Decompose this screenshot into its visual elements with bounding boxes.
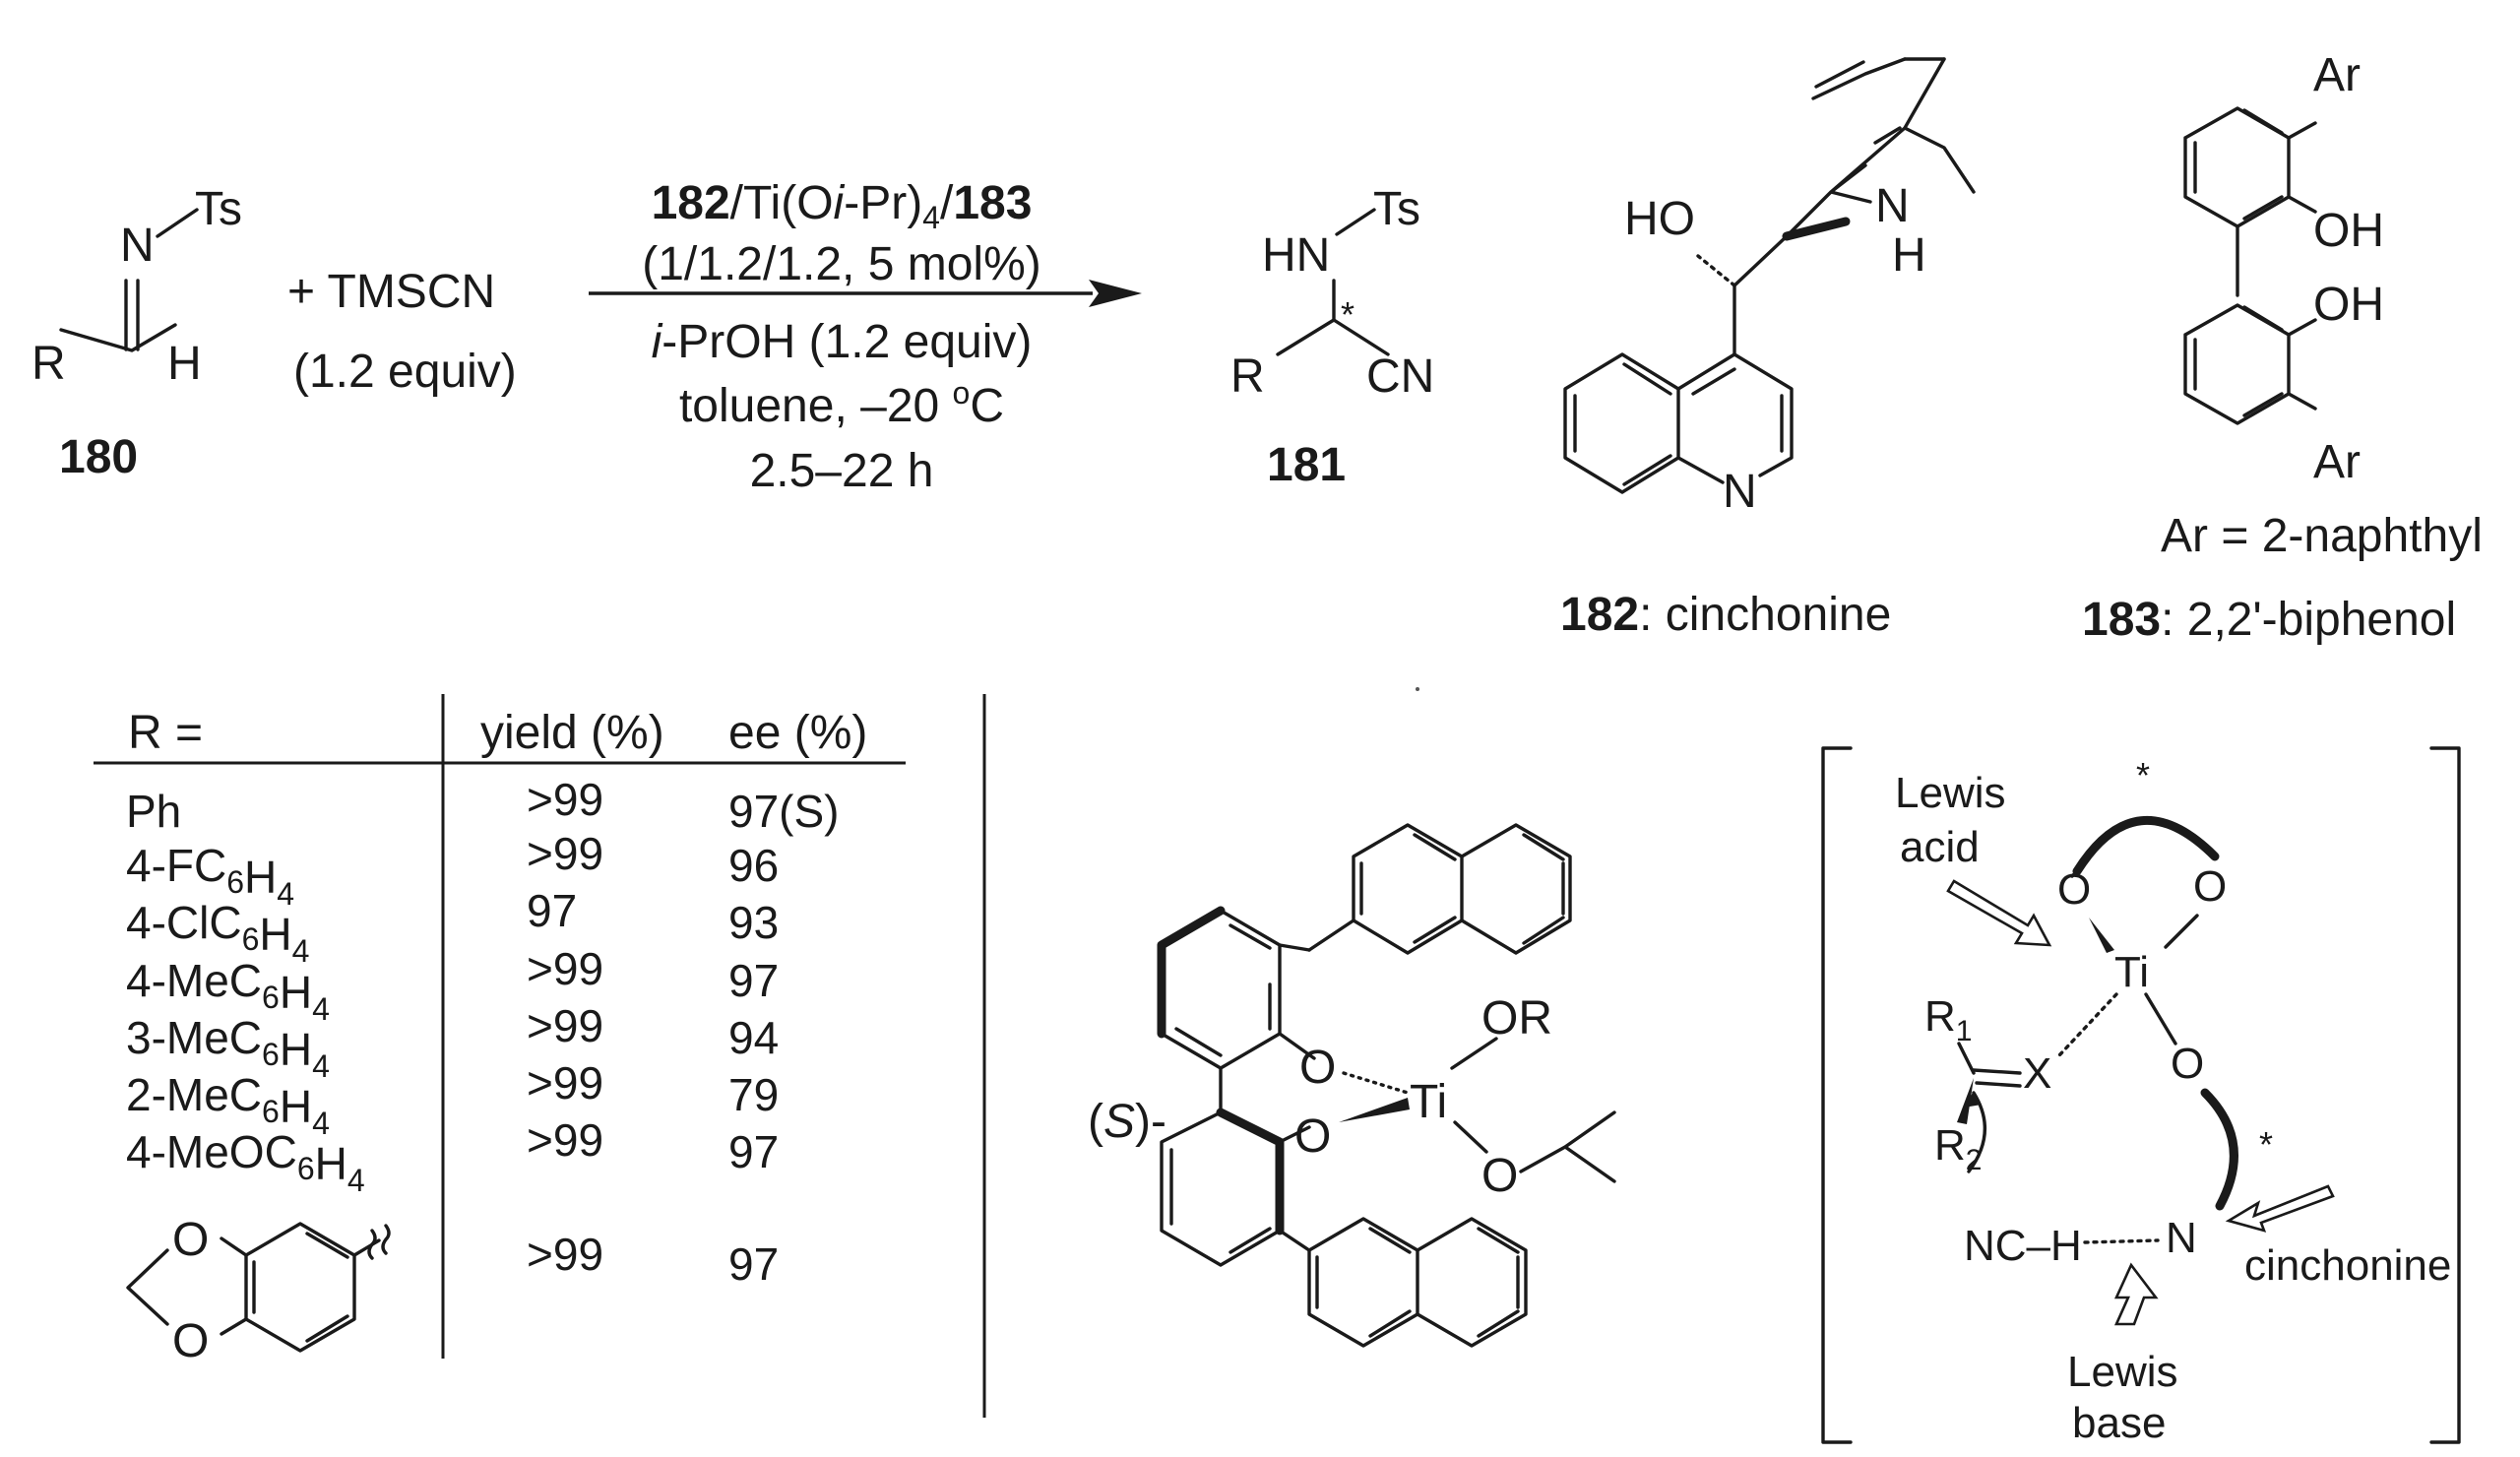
lewis-base-line2: base <box>2072 1399 2166 1447</box>
dioxole-o-bottom: O <box>172 1315 209 1367</box>
product-181: HN Ts * R CN 181 <box>1230 183 1434 491</box>
table-cell-ee: 94 <box>728 1012 779 1063</box>
reagent-tmscn: + TMSCN (1.2 equiv) <box>287 266 517 398</box>
imine-n: N <box>120 220 155 272</box>
product-r-label: R <box>1230 350 1265 403</box>
table-cell-ee: 97 <box>728 1238 779 1290</box>
quinuclidine-n: N <box>1875 180 1910 232</box>
lewis-acid-arrow <box>1946 879 2052 947</box>
ti-center: Ti <box>1410 1076 1447 1128</box>
ti-ligand-o1: O <box>1299 1042 1336 1094</box>
mech-r1: R1 <box>1924 992 1972 1047</box>
ts-label: Ts <box>195 183 242 235</box>
lewis-base-arrow <box>2113 1262 2159 1326</box>
substrate-180: N Ts R H 180 <box>32 183 242 483</box>
mech-o-left: O <box>2057 865 2091 914</box>
table-cell-yield: >99 <box>527 828 603 879</box>
quinoline-n: N <box>1723 466 1757 518</box>
conditions-line-5: 2.5–22 h <box>750 445 934 497</box>
conditions-line-1: 182/Ti(Oi-Pr)4/183 <box>652 177 1033 235</box>
mech-ti: Ti <box>2114 948 2149 996</box>
oh-top: OH <box>2313 205 2384 257</box>
dioxole-o-top: O <box>172 1214 209 1266</box>
reagent-equiv: (1.2 equiv) <box>293 346 517 398</box>
mechanism-model: Lewis acid * O O Ti O X R1 R2 * N NC–H c… <box>1821 746 2461 1447</box>
mech-o-right: O <box>2193 862 2227 911</box>
conditions-line-2: (1/1.2/1.2, 5 mol%) <box>642 238 1041 290</box>
table-cell-r: Ph <box>126 786 181 837</box>
ar-definition: Ar = 2-naphthyl <box>2161 510 2483 562</box>
table-cell-ee: 79 <box>728 1069 779 1120</box>
ti-ligand-o2: O <box>1294 1110 1331 1163</box>
nc-h: NC–H <box>1964 1222 2082 1270</box>
header-yield: yield (%) <box>480 707 664 759</box>
hydroxyl-label: HO <box>1624 193 1695 245</box>
table-cell-ee: 93 <box>728 897 779 948</box>
table-cell-yield: >99 <box>527 774 603 825</box>
table-cell-r: 4-MeOC6H4 <box>126 1126 365 1198</box>
cn-label: CN <box>1366 350 1434 403</box>
table-cell-yield: >99 <box>527 1229 603 1280</box>
ti-ligand-o3: O <box>1481 1150 1518 1202</box>
header-ee: ee (%) <box>728 707 867 759</box>
caption-183-num: 183: 2,2'-biphenol <box>2082 594 2456 646</box>
compound-label-181: 181 <box>1267 439 1346 491</box>
table-cell-r: 3-MeC6H4 <box>126 1012 330 1084</box>
mech-o-low: O <box>2171 1040 2204 1088</box>
table-cell-ee: 97(S) <box>728 786 839 837</box>
ti-complex: O Ti O (S)- OR O <box>1088 823 1616 1348</box>
mech-r2: R2 <box>1934 1121 1982 1176</box>
star-top: * <box>2136 755 2150 795</box>
stereocenter-star: * <box>1341 294 1354 335</box>
lewis-acid-line2: acid <box>1900 823 1980 871</box>
ti-or: OR <box>1481 992 1552 1045</box>
results-table: R = yield (%) ee (%) Ph >99 97(S) 4-FC6H4 >9… <box>94 694 906 1367</box>
caption-182-num: 182: cinchonine <box>1560 589 1891 641</box>
ar-top: Ar <box>2313 49 2361 101</box>
conditions: 182/Ti(Oi-Pr)4/183 (1/1.2/1.2, 5 mol%) i… <box>642 177 1041 497</box>
biphenol-183: Ar OH OH Ar Ar = 2-naphthyl 183: 2,2'-bi… <box>2082 49 2483 646</box>
table-rows: Ph >99 97(S) 4-FC6H4 >99 96 4-ClC6H4 97 93 4-MeC6… <box>126 774 839 1290</box>
cinchonine-182: N HO N H 182: cinchonine <box>1560 57 1976 641</box>
header-r: R = <box>128 707 203 759</box>
table-cell-yield: >99 <box>527 1000 603 1051</box>
stray-dot <box>1416 687 1419 691</box>
benzodioxole-substituent: O O <box>126 1214 391 1367</box>
table-cell-ee: 96 <box>728 840 779 891</box>
table-cell-yield: 97 <box>527 885 577 936</box>
h-label: H <box>167 338 202 390</box>
reagent-name: + TMSCN <box>287 266 495 318</box>
mech-x: X <box>2023 1049 2051 1098</box>
mech-n: N <box>2166 1214 2197 1262</box>
r-label: R <box>32 338 66 390</box>
table-cell-r: 4-FC6H4 <box>126 840 294 912</box>
table-cell-ee: 97 <box>728 1126 779 1177</box>
hn-label: HN <box>1262 229 1330 282</box>
ar-bottom: Ar <box>2313 436 2361 488</box>
conditions-line-3: i-PrOH (1.2 equiv) <box>652 316 1033 368</box>
table-cell-r: 2-MeC6H4 <box>126 1069 330 1141</box>
lewis-acid-line1: Lewis <box>1895 769 2006 817</box>
table-cell-yield: >99 <box>527 1114 603 1166</box>
s-descriptor: (S)- <box>1088 1096 1166 1148</box>
conditions-line-4: toluene, –20 oC <box>679 375 1004 432</box>
star-low: * <box>2259 1124 2273 1165</box>
lewis-base-line1: Lewis <box>2067 1348 2178 1396</box>
compound-label-180: 180 <box>59 431 138 483</box>
table-cell-yield: >99 <box>527 943 603 994</box>
oh-bottom: OH <box>2313 279 2384 331</box>
table-cell-yield: >99 <box>527 1057 603 1109</box>
product-ts-label: Ts <box>1373 183 1420 235</box>
cinchonine-arrow <box>2225 1184 2335 1233</box>
cinchonine-label: cinchonine <box>2244 1241 2451 1290</box>
table-cell-r: 4-ClC6H4 <box>126 897 309 969</box>
reaction-arrow <box>589 280 1142 307</box>
table-cell-ee: 97 <box>728 955 779 1006</box>
table-cell-r: 4-MeC6H4 <box>126 955 330 1027</box>
c8-h: H <box>1892 229 1926 282</box>
